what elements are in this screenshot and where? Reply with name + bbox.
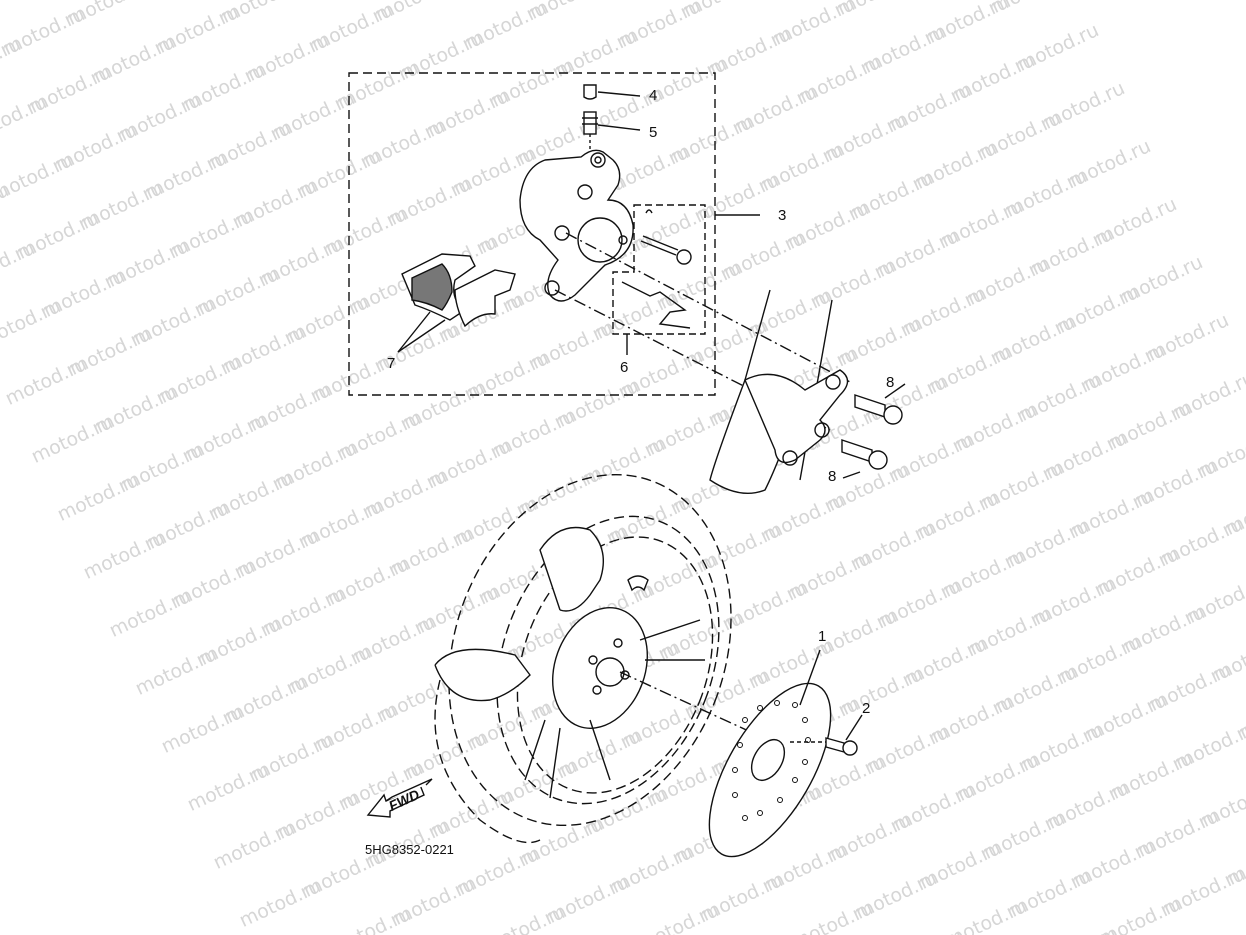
brake-disc-icon: [708, 649, 832, 858]
drawing-code: 5HG8352-0221: [365, 842, 454, 857]
brake-pads-icon: [397, 253, 516, 353]
callout-3: 3: [778, 207, 787, 224]
caliper-pin-icon: [621, 209, 692, 329]
callout-8-upper: 8: [886, 374, 895, 391]
callout-6: 6: [620, 359, 629, 376]
bleed-screw-icon: [582, 111, 641, 150]
callout-5: 5: [649, 124, 658, 141]
bleed-cap-icon: [583, 84, 641, 100]
caliper-body-icon: [519, 149, 634, 302]
fork-leg-icon: [709, 289, 849, 494]
pin-kit-box: [612, 204, 706, 335]
wheel-icon: [434, 473, 732, 844]
mount-bolt-icon: [841, 383, 906, 479]
callout-4: 4: [649, 87, 658, 104]
callout-8-lower: 8: [828, 468, 837, 485]
wheel-hub-icon: [434, 526, 791, 799]
fwd-arrow-icon: [366, 778, 433, 818]
callout-1: 1: [818, 628, 827, 645]
callout-2: 2: [862, 700, 871, 717]
callout-7: 7: [387, 355, 396, 372]
disc-bolt-icon: [790, 714, 863, 756]
caliper-assembly-box: [348, 72, 716, 396]
